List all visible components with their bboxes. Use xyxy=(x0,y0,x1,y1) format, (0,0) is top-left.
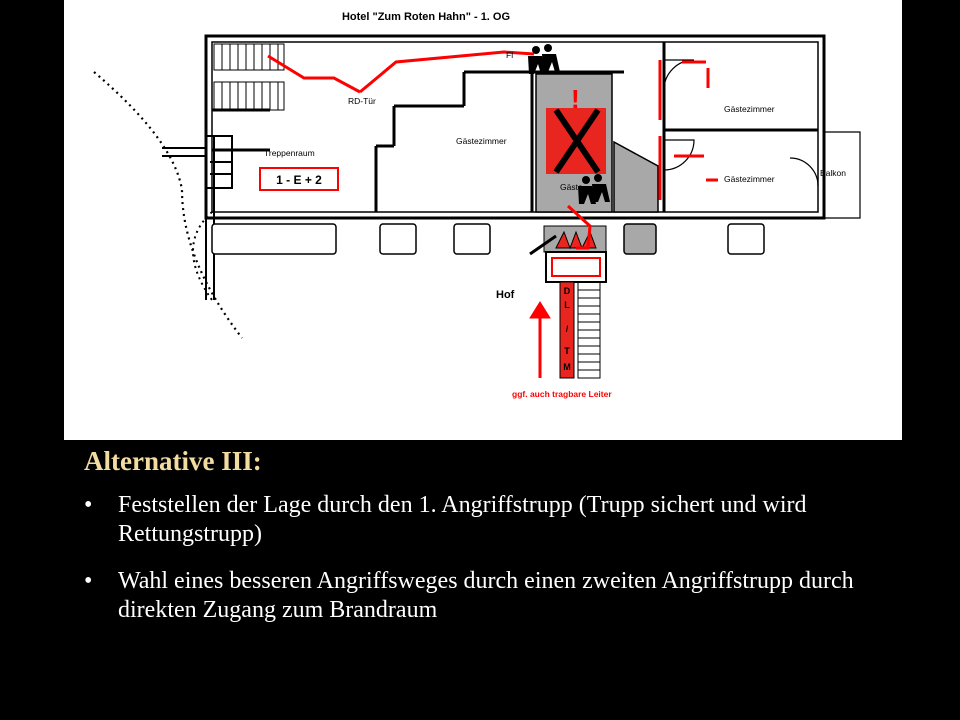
left-annex xyxy=(162,135,233,300)
ladder-note: ggf. auch tragbare Leiter xyxy=(512,389,612,399)
stair-top xyxy=(213,43,285,111)
gastezimmer-right-bottom-label: Gästezimmer xyxy=(724,174,775,184)
balkon-label: Balkon xyxy=(820,168,846,178)
gastezimmer-left-label: Gästezimmer xyxy=(456,136,507,146)
bullet-text: Feststellen der Lage durch den 1. Angrif… xyxy=(118,492,807,547)
code-box xyxy=(259,167,339,191)
ladder-platform xyxy=(545,251,607,283)
bullet-text: Wahl eines besseren Angriffsweges durch … xyxy=(118,568,854,623)
dl-tm-column xyxy=(559,281,575,379)
bullet-item: • Feststellen der Lage durch den 1. Angr… xyxy=(84,491,884,549)
exclamation-mark: ! xyxy=(571,84,580,114)
flur-fragment-label: Fl xyxy=(506,50,513,60)
slide-text: Alternative III: • Feststellen der Lage … xyxy=(84,446,884,643)
ladder-arrow-icon xyxy=(529,301,551,378)
fire-x-icon xyxy=(546,108,606,174)
hof-label: Hof xyxy=(496,289,515,301)
firefighter-icon xyxy=(578,174,610,204)
alternative-heading: Alternative III: xyxy=(84,446,262,476)
bullet-marker: • xyxy=(84,568,93,594)
dotted-boundary xyxy=(93,71,243,339)
plan-title: Hotel "Zum Roten Hahn" - 1. OG xyxy=(342,11,510,23)
ladder xyxy=(577,281,601,379)
windows xyxy=(211,223,765,255)
bullet-marker: • xyxy=(84,492,93,518)
dl-tm-letter: / xyxy=(566,324,569,334)
rd-tuer-label: RD-Tür xyxy=(348,96,376,106)
code-box-label: 1 - E + 2 xyxy=(276,173,322,187)
floor-plan-svg: Hotel "Zum Roten Hahn" - 1. OG xyxy=(93,11,861,399)
dl-tm-letter: M xyxy=(563,362,571,372)
dl-tm-letter: T xyxy=(564,346,570,356)
dotted-boundary-inner xyxy=(192,211,213,301)
dl-tm-letters: D L / T M xyxy=(563,286,571,372)
fire-window-icon xyxy=(543,225,607,253)
bullet-item: • Wahl eines besseren Angriffsweges durc… xyxy=(84,567,884,625)
treppenraum-label: Treppenraum xyxy=(264,148,315,158)
ladder-platform-route xyxy=(551,257,601,277)
dl-tm-letter: L xyxy=(564,300,570,310)
floor-plan-panel: Hotel "Zum Roten Hahn" - 1. OG xyxy=(64,0,902,440)
room-doors xyxy=(663,59,861,219)
dl-tm-letter: D xyxy=(564,286,571,296)
firefighter-icon xyxy=(528,44,560,74)
gastezimmer-mid-label: Gäste xyxy=(560,182,583,192)
gastezimmer-right-top-label: Gästezimmer xyxy=(724,104,775,114)
nozzle-line xyxy=(529,234,557,256)
attack-route xyxy=(267,50,718,250)
